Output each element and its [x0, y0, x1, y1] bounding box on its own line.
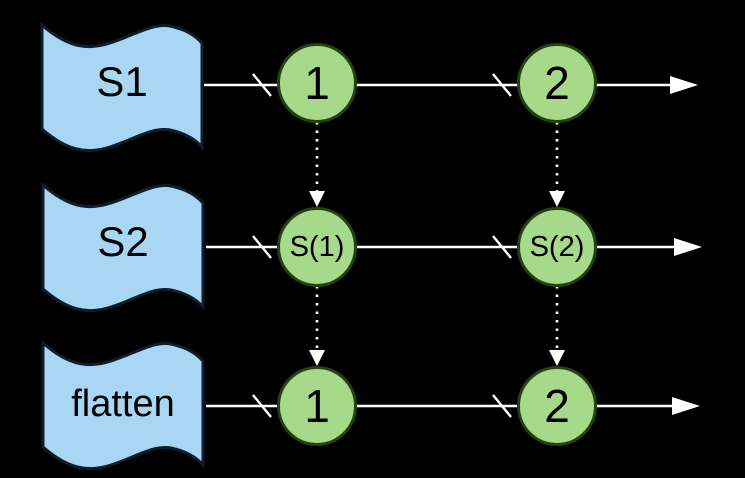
operator-flag-label: flatten [71, 382, 175, 425]
event-node-label: 1 [304, 57, 330, 109]
connector-s1-2-to-s2-2 [549, 122, 565, 207]
arrowhead-down-icon [309, 191, 325, 207]
flag-shape-icon [40, 21, 204, 153]
tick-mark [252, 73, 272, 97]
flag-shape-icon [41, 339, 205, 471]
arrowhead-right-icon [670, 76, 698, 94]
event-node-label: 2 [544, 57, 570, 109]
tick-mark [492, 73, 512, 97]
event-node-flatten-2: 2 [517, 366, 597, 446]
arrowhead-right-icon [674, 238, 702, 256]
event-node-s2-1: S(1) [277, 207, 357, 287]
event-node-s2-2: S(2) [517, 207, 597, 287]
source-flag-s2: S2 [41, 181, 205, 313]
event-node-label: S(2) [529, 230, 585, 263]
connector-s2-2-to-out-2 [549, 286, 565, 366]
source-flag-label: S1 [96, 58, 148, 105]
event-node-label: 2 [544, 380, 570, 432]
event-node-s1-1: 1 [277, 43, 357, 123]
event-node-label: S(1) [289, 230, 345, 263]
source-flag-s1: S1 [40, 21, 204, 153]
tick-mark [252, 235, 272, 259]
event-node-s1-2: 2 [517, 43, 597, 123]
arrowhead-right-icon [672, 397, 700, 415]
operator-flag-flatten: flatten [41, 339, 205, 471]
tick-mark [252, 394, 272, 418]
flag-shape-icon [41, 181, 205, 313]
connector-s2-1-to-out-1 [309, 286, 325, 366]
arrowhead-down-icon [549, 191, 565, 207]
tick-mark [492, 235, 512, 259]
source-flag-label: S2 [97, 218, 149, 265]
event-node-flatten-1: 1 [277, 366, 357, 446]
event-node-label: 1 [304, 380, 330, 432]
arrowhead-down-icon [309, 350, 325, 366]
connector-s1-1-to-s2-1 [309, 122, 325, 207]
arrowhead-down-icon [549, 350, 565, 366]
tick-mark [492, 394, 512, 418]
